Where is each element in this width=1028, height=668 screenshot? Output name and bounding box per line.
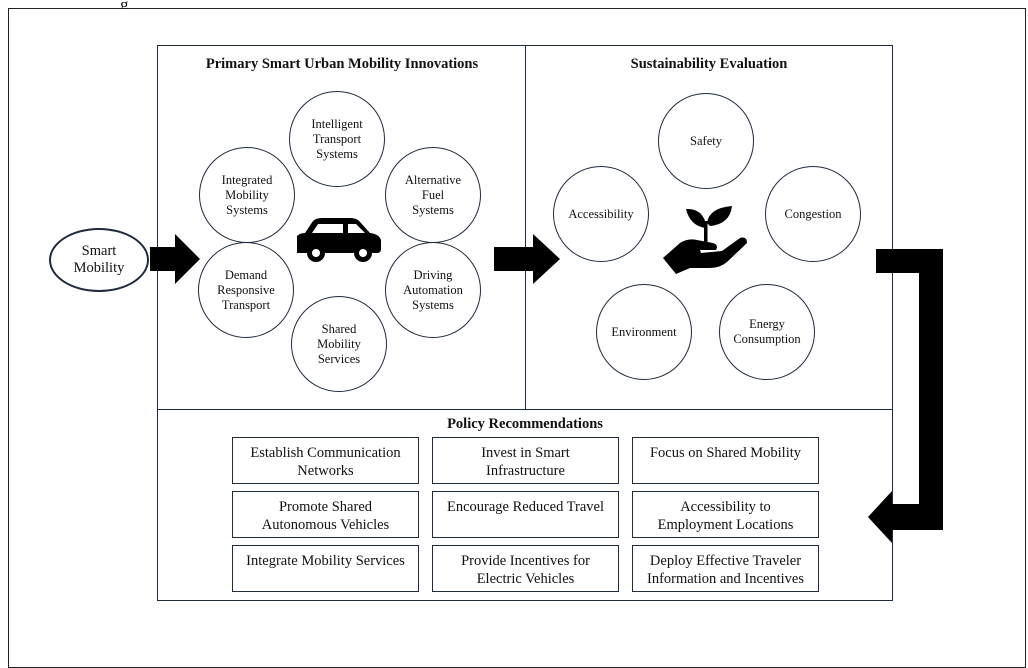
policy-deploy-traveler-information: Deploy Effective Traveler Information an… [632,545,819,592]
innovation-label: Integrated Mobility Systems [221,172,273,217]
car-icon [297,218,381,262]
sustainability-congestion: Congestion [765,166,861,262]
sustainability-energy-consumption: Energy Consumption [719,284,815,380]
sustainability-label: Safety [690,133,722,148]
innovation-label: Alternative Fuel Systems [404,172,462,217]
innovation-label: Driving Automation Systems [403,267,463,312]
sustainability-label: Accessibility [568,206,634,221]
innovation-driving-automation: Driving Automation Systems [385,242,481,338]
policy-encourage-reduced-travel: Encourage Reduced Travel [432,491,619,538]
innovation-demand-responsive: Demand Responsive Transport [198,242,294,338]
policy-title: Policy Recommendations [447,416,603,432]
sustainability-label: Environment [611,324,677,339]
cropped-caption-text: g [120,0,129,9]
policy-accessibility-employment: Accessibility to Employment Locations [632,491,819,538]
sustainability-accessibility: Accessibility [553,166,649,262]
arrows-and-icons-layer [150,206,943,543]
policy-invest-smart-infrastructure: Invest in Smart Infrastructure [432,437,619,484]
arrow-smart-to-innovations [150,234,200,284]
sustainability-label: Congestion [784,206,842,221]
innovation-intelligent-transport: Intelligent Transport Systems [289,91,385,187]
innovations-title: Primary Smart Urban Mobility Innovations [205,56,479,72]
policy-establish-communication: Establish Communication Networks [232,437,419,484]
policy-promote-shared-autonomous: Promote Shared Autonomous Vehicles [232,491,419,538]
arrow-innovations-to-sustainability [494,234,560,284]
plant-in-hand-icon [663,206,747,274]
innovation-label: Demand Responsive Transport [217,267,275,312]
innovation-label: Intelligent Transport Systems [311,116,363,161]
innovation-label: Shared Mobility Services [317,321,361,366]
innovation-shared-mobility: Shared Mobility Services [291,296,387,392]
sustainability-environment: Environment [596,284,692,380]
sustainability-label: Energy Consumption [733,317,801,346]
smart-mobility-node: Smart Mobility [49,228,149,292]
innovation-integrated-mobility: Integrated Mobility Systems [199,147,295,243]
policy-focus-shared-mobility: Focus on Shared Mobility [632,437,819,484]
policy-provide-incentives-ev: Provide Incentives for Electric Vehicles [432,545,619,592]
policy-integrate-mobility-services: Integrate Mobility Services [232,545,419,592]
sustainability-title: Sustainability Evaluation [630,56,788,72]
innovation-alternative-fuel: Alternative Fuel Systems [385,147,481,243]
arrow-sustainability-to-policy [868,249,943,543]
sustainability-safety: Safety [658,93,754,189]
